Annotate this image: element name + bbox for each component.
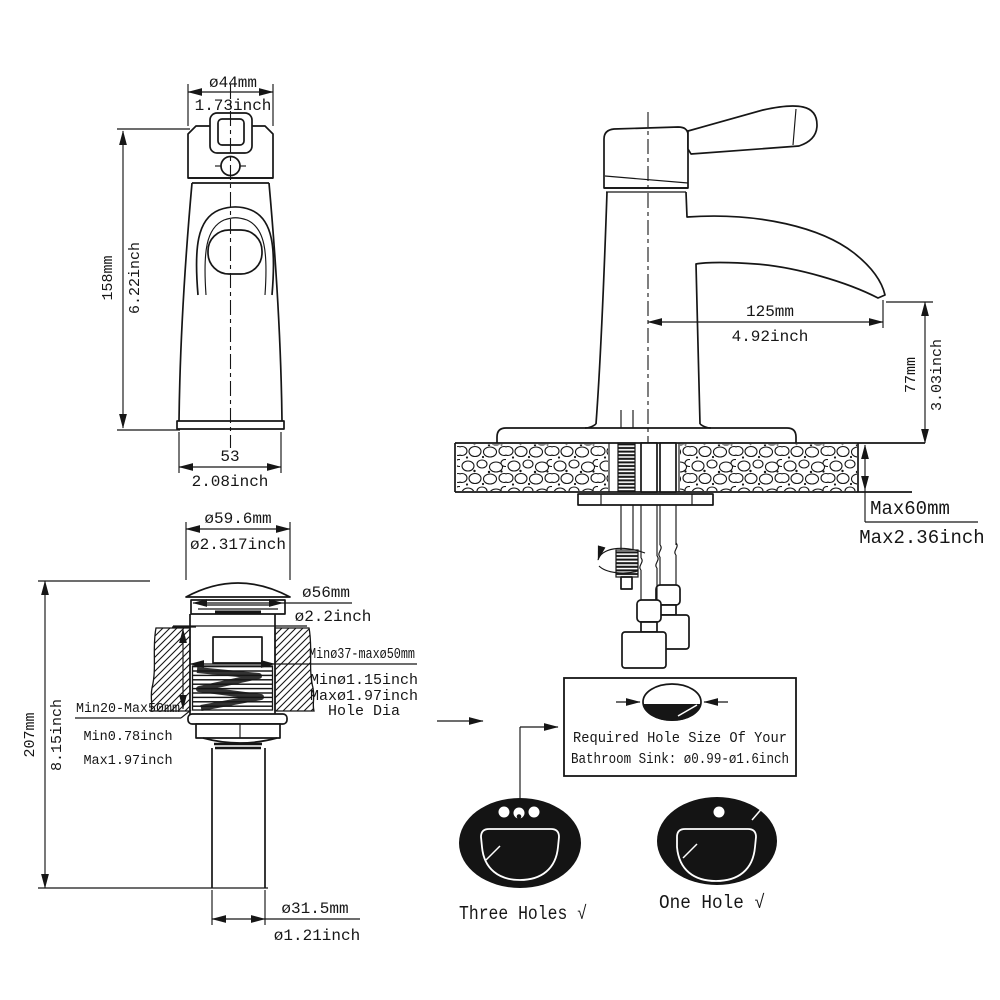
dim-label: 1.73inch [195,97,272,115]
side-dim-spout-height: 77mm 3.03inch [886,301,946,444]
dim-label: Max2.36inch [859,527,984,549]
dim-label: Max1.97inch [83,754,172,769]
dim-label: 8.15inch [49,699,66,771]
drain-dim-pipe-dia: ø31.5mm ø1.21inch [211,890,360,945]
basin-outline [480,828,560,881]
front-handle-outer [195,206,275,296]
one-hole-label: One Hole √ [659,892,765,914]
countertop-hatch-right [680,444,857,491]
dim-label: ø44mm [209,74,257,92]
front-body-outline [178,182,283,422]
sink-silhouette [657,797,777,885]
dim-label: ø31.5mm [281,900,348,918]
note-line1: Required Hole Size Of Your [573,730,787,747]
dim-label: Min20-Max50mm [76,702,180,717]
dim-label: 2.08inch [192,473,269,491]
sink-wall-right [274,627,315,712]
faucet-hole [513,807,525,819]
one-hole-sink: One Hole √ [657,797,777,914]
dim-label: 6.22inch [127,242,144,314]
sink-options: Three Holes √ One Hole √ [459,723,777,925]
drain-dim-total-height: 207mm 8.15inch [22,580,150,889]
tighten-rotation-arrow [597,545,646,561]
drain-dome-cap [185,582,291,598]
faucet-side-view: 125mm 4.92inch 77mm 3.03inch [496,105,946,450]
sink-wall-left [150,627,191,712]
side-dim-spout-reach: 125mm 4.92inch [647,300,884,346]
drain-dim-flange-dia: ø56mm ø2.2inch [192,584,372,626]
dim-label: Maxø1.97inch [310,688,418,705]
dim-label: 158mm [100,255,117,300]
mounting-rod [577,442,714,590]
dim-label: Hole Dia [328,703,400,720]
note-box [563,677,797,777]
basin-outline [676,828,757,882]
dim-label: ø2.317inch [190,536,286,554]
dim-label: ø56mm [302,584,350,602]
dim-label: 125mm [746,303,794,321]
three-hole-sink: Three Holes √ [459,798,587,925]
dim-label: Max60mm [870,498,950,520]
front-handle-hole [207,229,263,275]
dim-label: 4.92inch [732,328,809,346]
washer-plate [577,493,714,506]
drain-dim-hole-dia: Minø37-maxø50mm Minø1.15inch Maxø1.97inc… [189,646,418,720]
front-dim-height: 158mm 6.22inch [100,128,190,431]
dim-label: 207mm [22,712,39,757]
note-line2: Bathroom Sink: ø0.99-ø1.6inch [571,751,789,768]
side-body-spout-outline [595,191,886,425]
dim-label: ø2.2inch [295,608,372,626]
dim-label: Min0.78inch [83,730,172,745]
faucet-hole [528,806,540,818]
front-dim-base-width: 53 2.08inch [178,432,282,491]
dim-label: ø59.6mm [204,510,271,528]
deck-plate [496,427,797,443]
locknut-flange [187,713,288,725]
dim-label: 3.03inch [929,339,946,411]
front-handle-inner [204,217,267,296]
countertop-hatch-left [457,444,608,491]
faucet-front-view: ø44mm 1.73inch 158mm 6.22inch 53 2.08inc… [100,74,285,491]
three-holes-label: Three Holes √ [459,903,587,925]
side-head-outline [603,126,689,189]
drain-dim-deck-thickness: Min20-Max50mm Min0.78inch Max1.97inch [75,626,196,769]
locknut-hex [195,723,281,739]
popup-drain-view: ø59.6mm ø2.317inch ø56mm ø2.2inch Minø37… [22,510,418,945]
dim-label: Minø1.15inch [310,672,418,689]
dim-label: Minø37-maxø50mm [309,646,415,663]
hole-size-note: Required Hole Size Of Your Bathroom Sink… [437,677,797,777]
supply-hose-left [621,505,667,669]
dim-label: ø1.21inch [274,927,360,945]
faucet-hole [713,806,725,818]
countertop-section: Max60mm Max2.36inch [454,442,985,669]
side-lever-handle [687,105,818,155]
overflow-window [212,636,263,664]
front-dim-top-width: ø44mm 1.73inch [187,74,274,126]
sink-silhouette [459,798,581,888]
drain-dim-cap-dia: ø59.6mm ø2.317inch [185,510,291,580]
dim-max-counter-thickness: Max60mm Max2.36inch [859,444,985,549]
faucet-hole [498,806,510,818]
dim-label: 77mm [903,357,920,393]
dim-label: 53 [220,448,239,466]
